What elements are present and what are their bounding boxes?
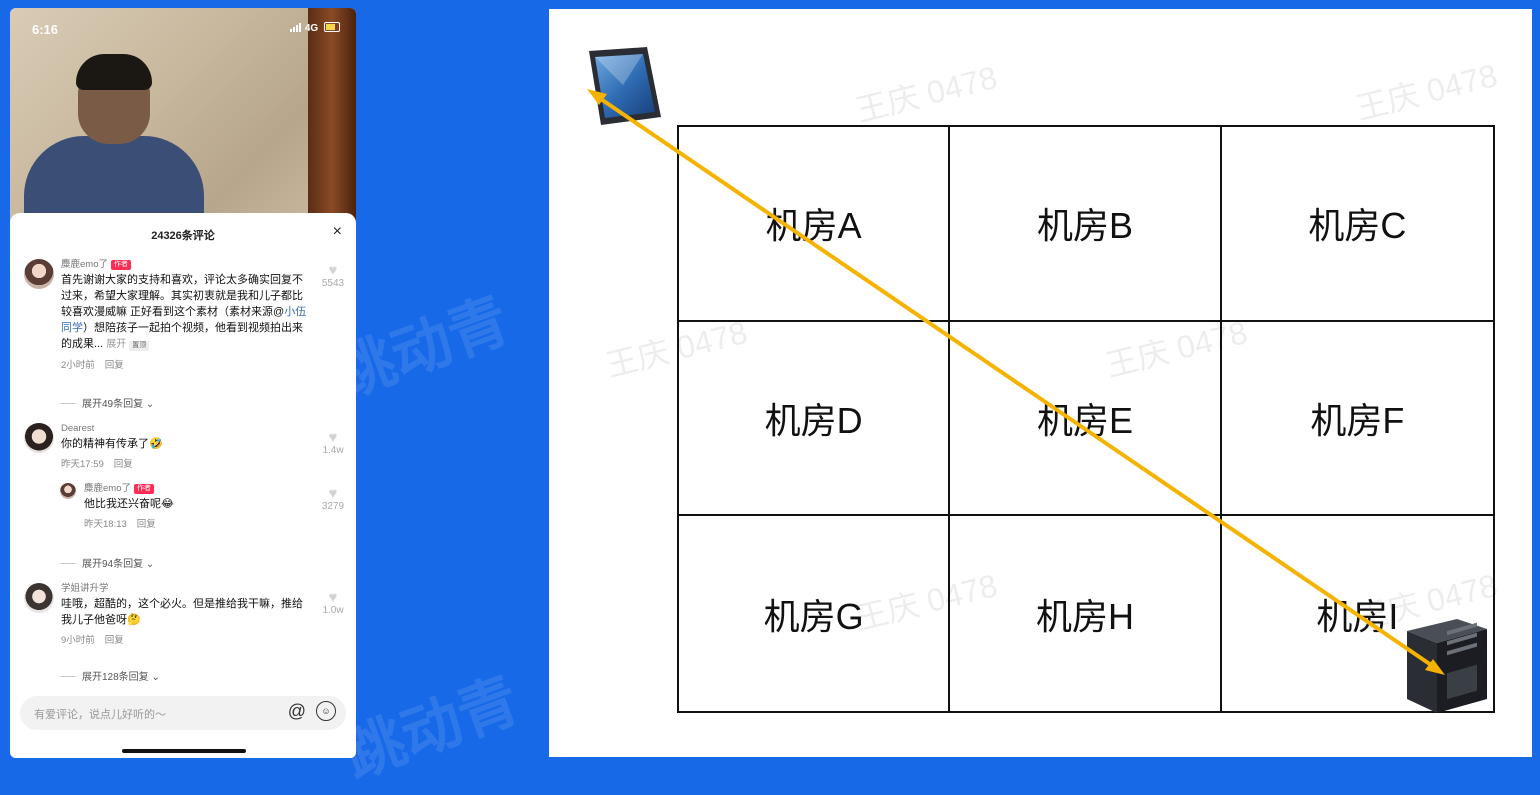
expand-text-link[interactable]: 展开 <box>106 339 127 350</box>
reply-button[interactable]: 回复 <box>113 459 133 470</box>
expand-replies-button[interactable]: 展开49条回复 ⌄ <box>60 395 154 410</box>
comments-count-title: 24326条评论 <box>151 230 215 242</box>
like-button[interactable]: ♥ 5543 <box>318 262 348 289</box>
room-f: 机房F <box>1221 322 1493 517</box>
status-bar: 6:16 4G <box>10 8 356 48</box>
expand-replies-button[interactable]: 展开94条回复 ⌄ <box>60 555 154 570</box>
heart-icon: ♥ <box>328 262 338 279</box>
tablet-icon <box>589 47 661 125</box>
status-signal: 4G <box>290 22 340 35</box>
like-count: 1.0w <box>322 605 344 616</box>
comment-username[interactable]: 麋鹿emo了作者 <box>61 259 310 271</box>
pinned-badge: 置顶 <box>129 341 150 351</box>
comment-meta: 昨天18:13 回复 <box>84 516 310 530</box>
comment-time: 2小时前 <box>61 360 95 371</box>
expand-replies-button[interactable]: 展开128条回复 ⌄ <box>60 668 160 683</box>
like-button[interactable]: ♥ 3279 <box>318 485 348 512</box>
home-indicator <box>122 749 246 753</box>
comment-text: 你的精神有传承了🤣 <box>61 438 163 450</box>
author-badge: 作者 <box>133 484 154 494</box>
video-curtain <box>308 8 356 228</box>
heart-icon: ♥ <box>328 485 338 502</box>
expand-replies-label: 展开128条回复 <box>82 672 149 683</box>
emoji-icon[interactable]: ☺ <box>316 701 336 721</box>
room-b: 机房B <box>950 127 1222 322</box>
signal-bars-icon <box>290 23 302 35</box>
room-d: 机房D <box>679 321 951 517</box>
server-icon <box>1407 619 1487 713</box>
avatar[interactable] <box>60 483 76 499</box>
heart-icon: ♥ <box>328 429 338 446</box>
expand-replies-label: 展开94条回复 <box>82 559 144 570</box>
comment-text: 他比我还兴奋呢😂 <box>84 498 174 510</box>
room-h: 机房H <box>950 516 1222 711</box>
reply-button[interactable]: 回复 <box>136 519 156 530</box>
video-person-hair <box>76 54 152 90</box>
avatar[interactable] <box>24 583 54 613</box>
comments-sheet: 24326条评论 × 麋鹿emo了作者 首先谢谢大家的支持和喜欢，评论太多确实回… <box>10 213 356 758</box>
comment-time: 昨天18:13 <box>84 519 127 530</box>
like-count: 5543 <box>321 278 345 289</box>
close-icon[interactable]: × <box>332 223 342 240</box>
comment-item: 麋鹿emo了作者 首先谢谢大家的支持和喜欢，评论太多确实回复不过来，希望大家理解… <box>24 259 348 379</box>
reply-item: 麋鹿emo了作者 他比我还兴奋呢😂 昨天18:13 回复 ♥ 3279 <box>60 483 348 535</box>
comment-meta: 昨天17:59 回复 <box>61 456 310 470</box>
comment-time: 9小时前 <box>61 635 95 646</box>
comment-meta: 9小时前回复 <box>61 632 310 646</box>
room-a: 机房A <box>679 127 951 322</box>
mention-link[interactable]: 小伍同学 <box>61 306 307 334</box>
battery-icon <box>324 22 340 32</box>
author-badge: 作者 <box>110 260 131 270</box>
like-button[interactable]: ♥ 1.0w <box>318 589 348 616</box>
network-diagram: 王庆 0478 王庆 0478 王庆 0478 王庆 0478 王庆 0478 … <box>549 9 1532 757</box>
avatar[interactable] <box>24 423 54 453</box>
comment-text-part: ）想陪孩子一起拍个视频，他看到视频拍出来的成果... <box>61 322 303 350</box>
video-player[interactable] <box>10 8 356 246</box>
comment-input-placeholder: 有爱评论，说点儿好听的～ <box>34 709 166 721</box>
watermark: 王庆 0478 <box>1352 57 1501 127</box>
like-button[interactable]: ♥ 1.4w <box>318 429 348 456</box>
comment-username-text[interactable]: 麋鹿emo了 <box>61 259 108 270</box>
comment-username-text[interactable]: Dearest <box>61 423 95 434</box>
avatar[interactable] <box>24 259 54 289</box>
room-c: 机房C <box>1221 127 1493 322</box>
network-type: 4G <box>304 23 319 34</box>
room-g: 机房G <box>679 516 951 711</box>
room-grid: 机房A 机房B 机房C 机房D 机房E 机房F 机房G 机房H 机房I <box>677 125 1495 713</box>
status-time: 6:16 <box>32 22 59 37</box>
phone-screen: 6:16 4G 24326条评论 × 麋鹿emo了作者 首先谢谢大家的支持和喜欢… <box>10 8 356 758</box>
comment-text: 首先谢谢大家的支持和喜欢，评论太多确实回复不过来，希望大家理解。其实初衷就是我和… <box>61 272 310 353</box>
comment-text-part: 首先谢谢大家的支持和喜欢，评论太多确实回复不过来，希望大家理解。其实初衷就是我和… <box>61 274 303 318</box>
like-count: 3279 <box>321 501 345 512</box>
background-watermark: 跳动青 <box>335 665 528 791</box>
expand-replies-label: 展开49条回复 <box>82 399 144 410</box>
mention-icon[interactable]: @ <box>287 701 306 721</box>
comment-item: Dearest 你的精神有传承了🤣 昨天17:59 回复 ♥ 1.4w <box>24 423 348 483</box>
comment-item: 学姐讲升学 哇哦，超酷的，这个必火。但是推给我干嘛，推给我儿子他爸呀🤔 9小时前… <box>24 583 348 653</box>
heart-icon: ♥ <box>328 589 338 606</box>
comment-input[interactable]: 有爱评论，说点儿好听的～ @ ☺ <box>20 696 346 730</box>
watermark: 王庆 0478 <box>852 59 1001 129</box>
reply-button[interactable]: 回复 <box>104 635 124 646</box>
comment-username-text[interactable]: 学姐讲升学 <box>61 583 109 594</box>
comment-time: 昨天17:59 <box>61 459 104 470</box>
comment-username-text[interactable]: 麋鹿emo了 <box>84 483 131 494</box>
room-e: 机房E <box>950 321 1222 517</box>
comment-text: 哇哦，超酷的，这个必火。但是推给我干嘛，推给我儿子他爸呀🤔 <box>61 598 303 626</box>
like-count: 1.4w <box>322 445 344 456</box>
comment-meta: 2小时前回复 <box>61 357 310 371</box>
reply-button[interactable]: 回复 <box>104 360 124 371</box>
